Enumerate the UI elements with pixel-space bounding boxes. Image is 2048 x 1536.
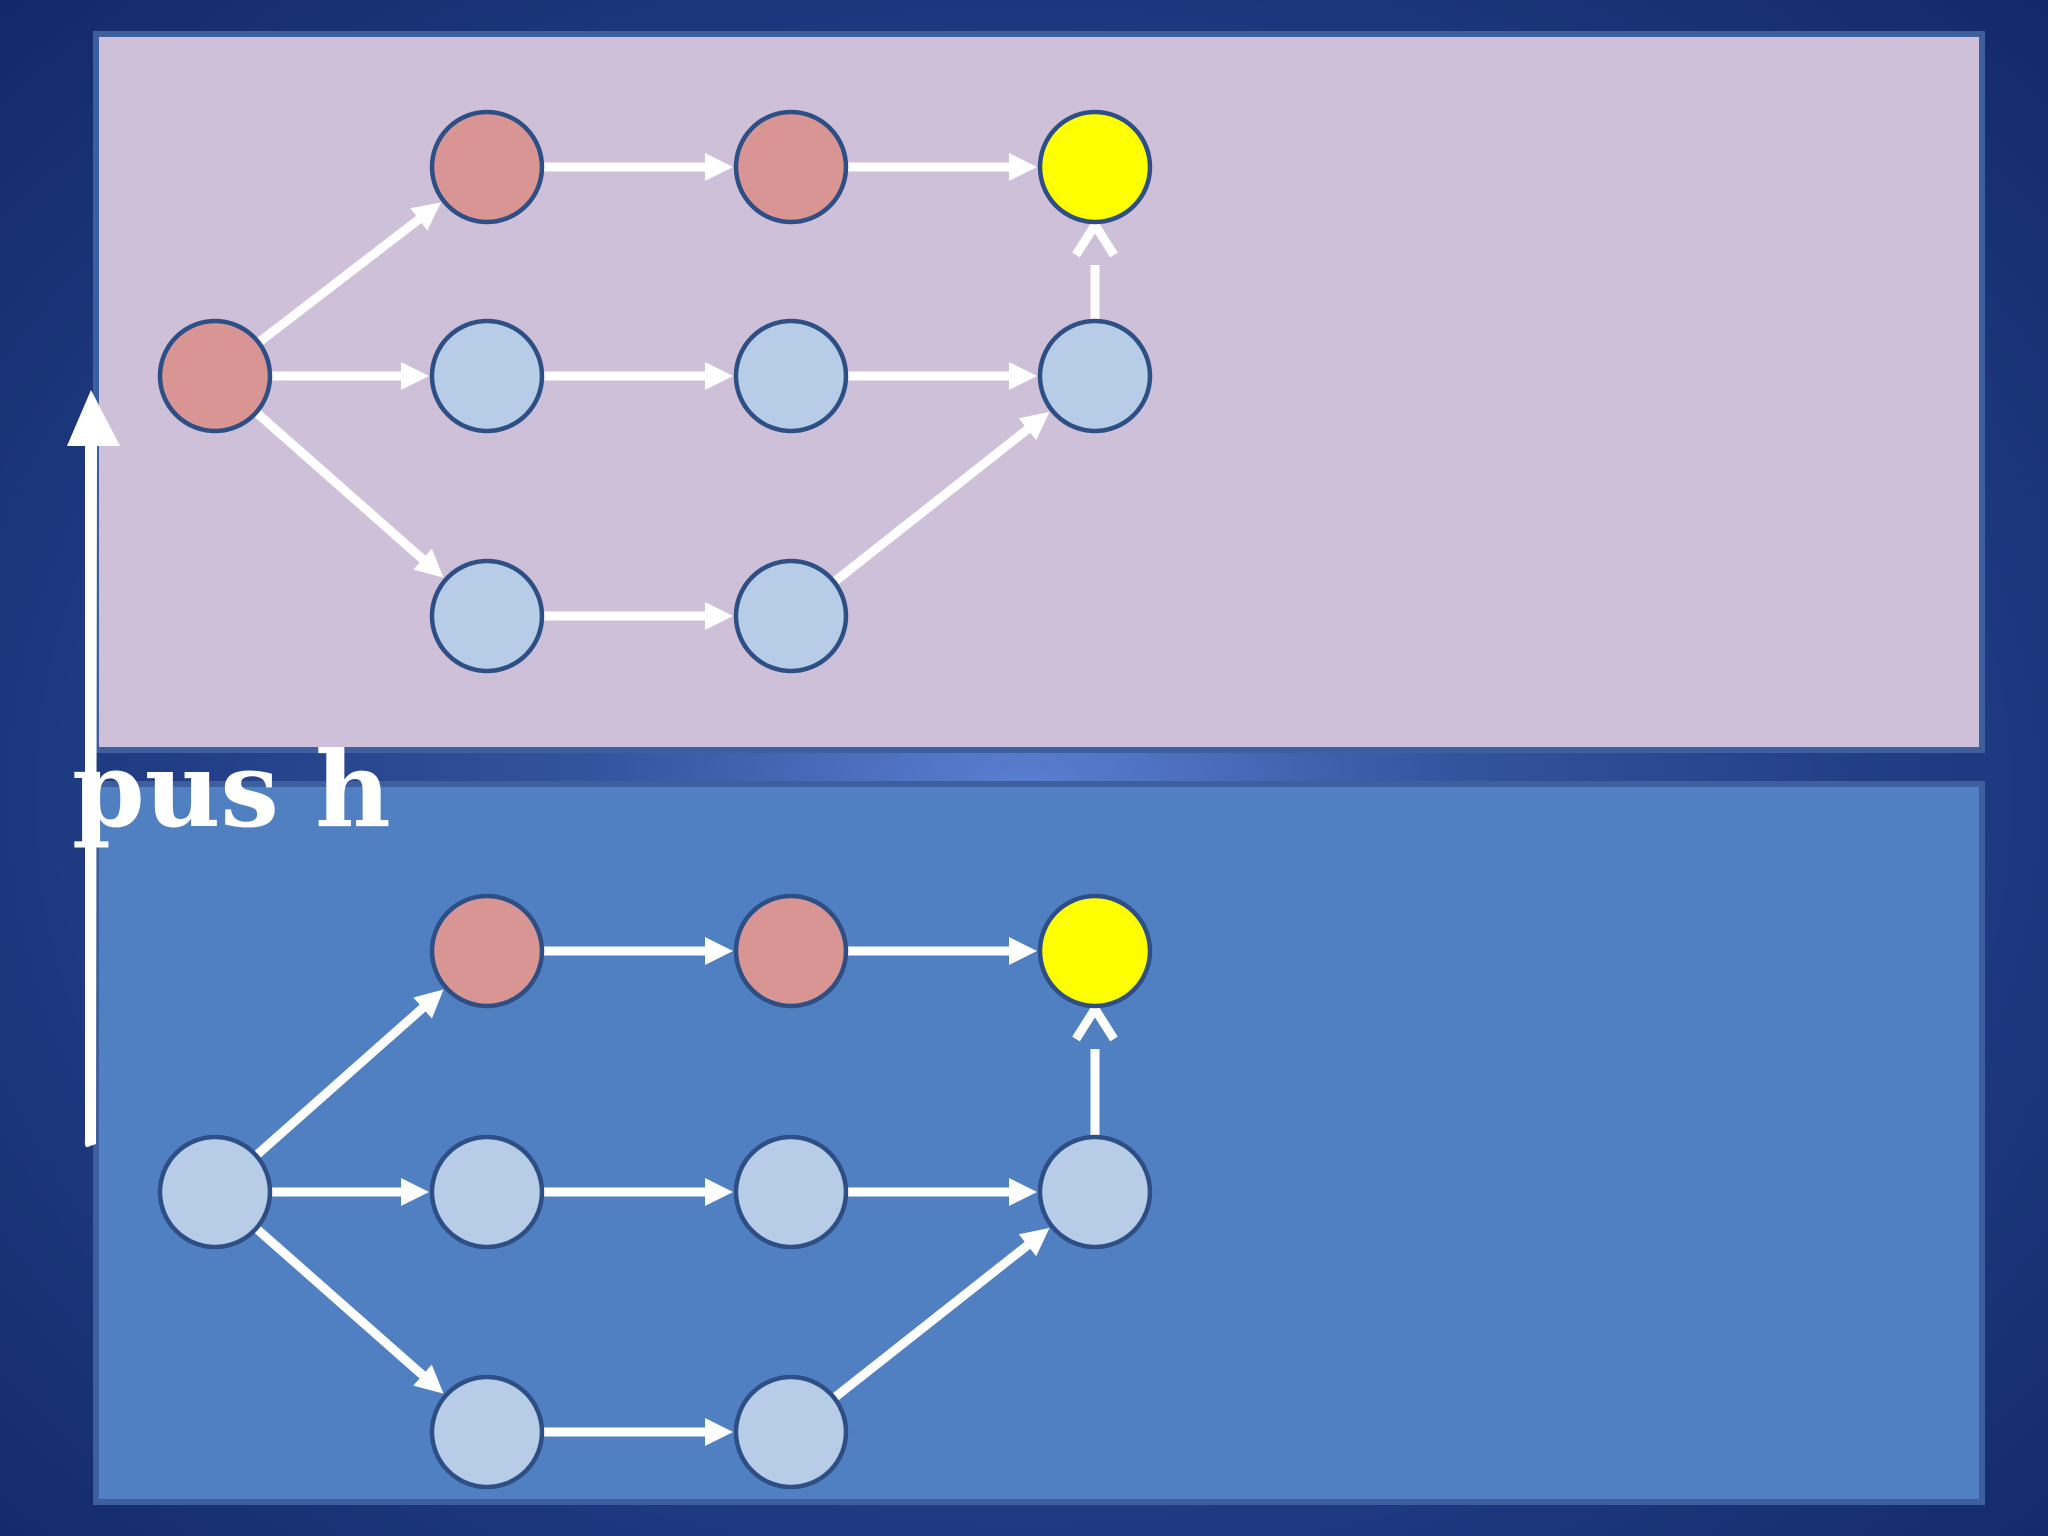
top-edge-a1-a2-head: [705, 153, 733, 181]
top-edge-b2-b3-head: [1009, 362, 1037, 390]
top-node-c2: [733, 558, 849, 674]
top-node-b1: [429, 318, 545, 434]
bottom-edge-b2-b3-head: [1009, 1178, 1037, 1206]
push-arrow: [67, 390, 120, 1148]
top-edge-c2-b3-head: [1018, 411, 1050, 441]
bottom-edge-c2-b3: [832, 1240, 1032, 1401]
top-edge-a2-t-head: [1009, 153, 1037, 181]
top-edge-s-a1-head: [410, 202, 442, 231]
bottom-edge-a2-t-head: [1009, 937, 1037, 965]
top-node-b3: [1037, 318, 1153, 434]
bottom-node-a1: [429, 893, 545, 1009]
bottom-node-t: [1037, 893, 1153, 1009]
bottom-graph: [157, 893, 1153, 1490]
bottom-edge-s-c1-head: [413, 1364, 444, 1394]
bottom-node-s: [157, 1134, 273, 1250]
top-edge-c1-c2-head: [705, 602, 733, 630]
top-edge-c2-b3: [832, 424, 1032, 585]
top-panel: [93, 31, 1985, 753]
bottom-edge-s-a1-head: [413, 989, 444, 1019]
top-node-t: [1037, 109, 1153, 225]
bottom-node-b2: [733, 1134, 849, 1250]
top-node-b2: [733, 318, 849, 434]
bottom-node-a2: [733, 893, 849, 1009]
bottom-edge-c1-c2-head: [705, 1418, 733, 1446]
bottom-panel: [93, 781, 1985, 1505]
bottom-edge-s-a1: [254, 1003, 428, 1158]
top-edge-s-c1: [254, 410, 427, 564]
bottom-edge-c2-b3-head: [1018, 1227, 1050, 1257]
bottom-edge-s-c1: [254, 1226, 427, 1380]
top-node-c1: [429, 558, 545, 674]
bottom-edge-b3-t-head: [1072, 1000, 1118, 1042]
bottom-node-b1: [429, 1134, 545, 1250]
bottom-edge-b1-b2-head: [705, 1178, 733, 1206]
top-edge-s-b1-head: [401, 362, 429, 390]
push-arrow-head: [67, 390, 120, 446]
push-label: pus h: [72, 728, 391, 851]
bottom-node-b3: [1037, 1134, 1153, 1250]
top-edge-b1-b2-head: [705, 362, 733, 390]
top-node-a1: [429, 109, 545, 225]
bottom-edge-a1-a2-head: [705, 937, 733, 965]
top-edge-s-c1-head: [413, 548, 444, 578]
bottom-node-c1: [429, 1374, 545, 1490]
top-node-a2: [733, 109, 849, 225]
top-edge-b3-t-head: [1072, 216, 1118, 258]
push-arrow-shaft: [84, 440, 97, 1148]
bottom-edge-s-b1-head: [401, 1178, 429, 1206]
top-graph: [157, 109, 1153, 674]
top-edge-s-a1: [257, 214, 424, 345]
top-node-s: [157, 318, 273, 434]
bottom-node-c2: [733, 1374, 849, 1490]
